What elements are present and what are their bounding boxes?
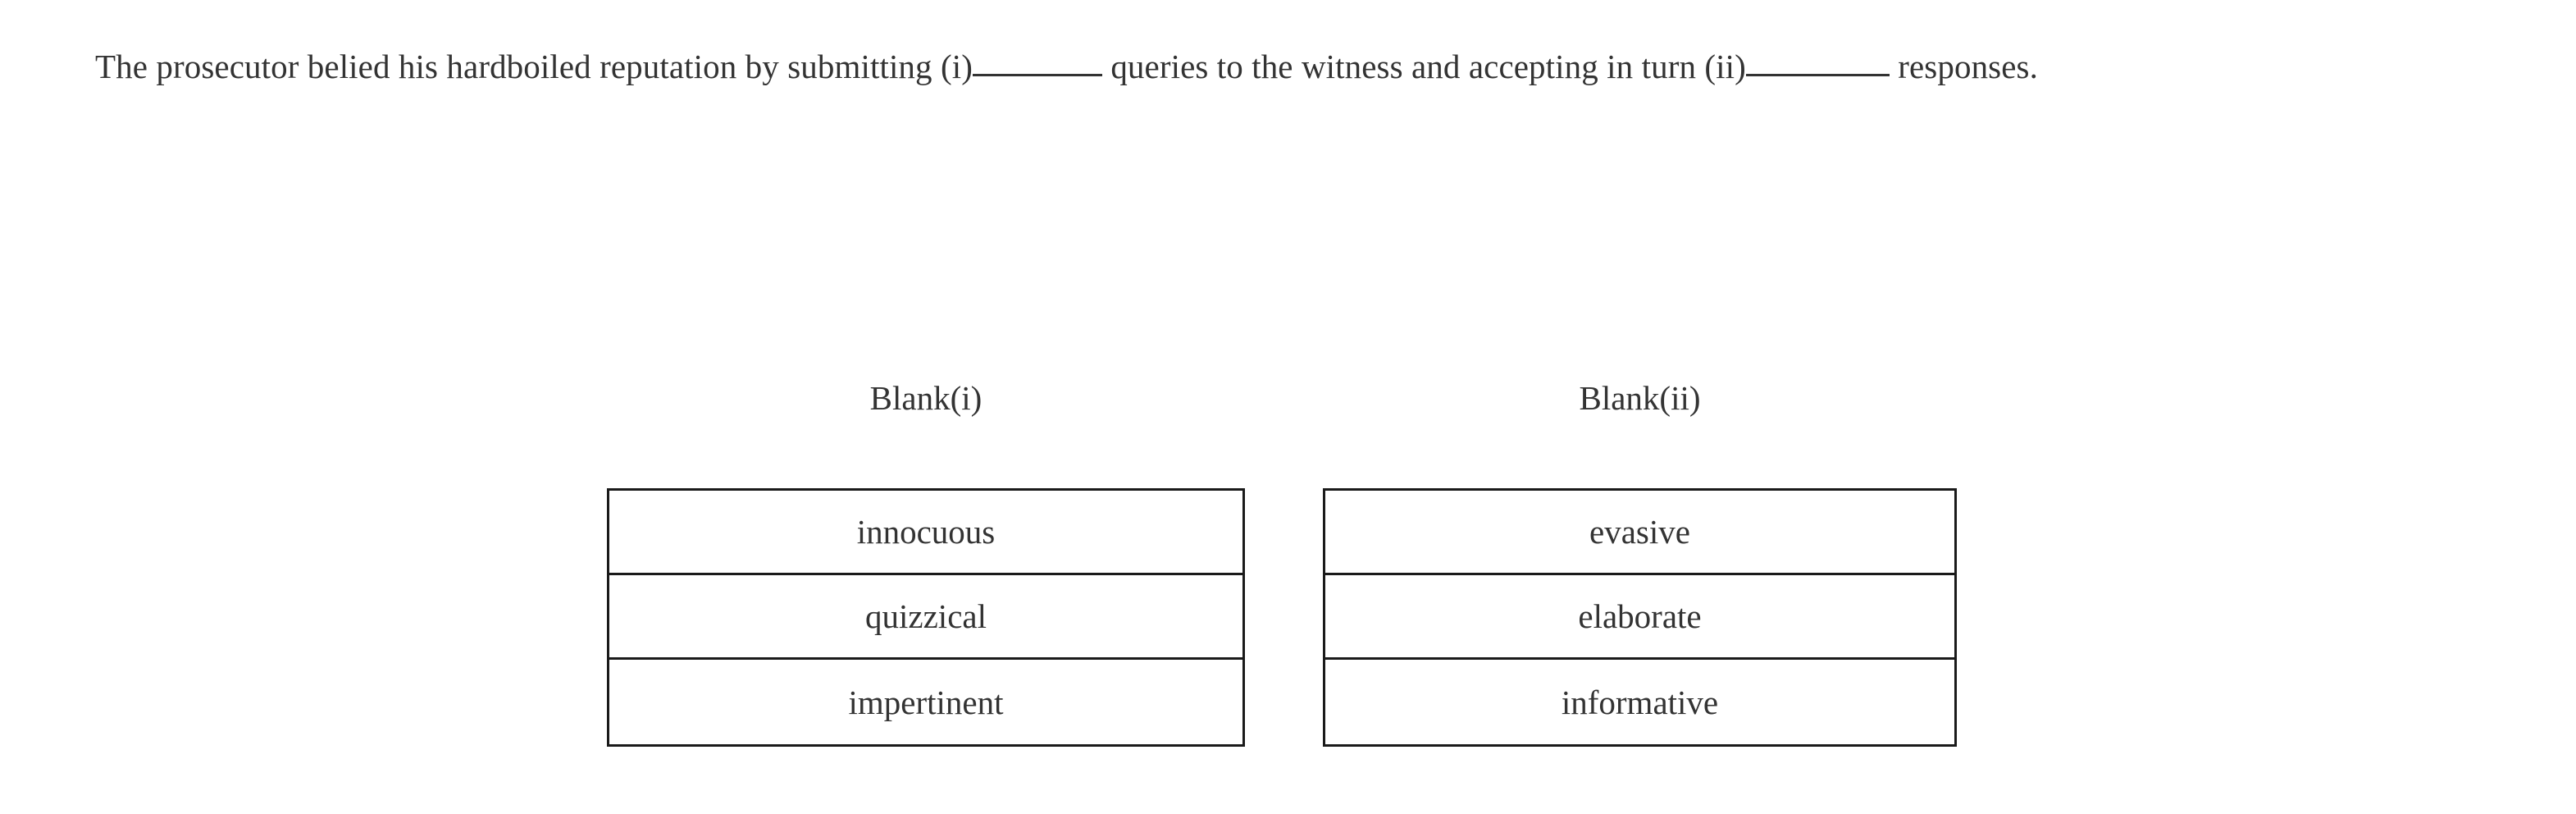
column-header-blank-i: Blank(i) <box>869 379 983 417</box>
choice-box-blank-ii: evasive elaborate informative <box>1323 488 1957 747</box>
choice-option-blank-ii-3[interactable]: informative <box>1325 660 1954 744</box>
choice-option-blank-ii-1[interactable]: evasive <box>1325 491 1954 575</box>
question-prompt: The prosecutor belied his hardboiled rep… <box>95 39 2359 94</box>
column-header-blank-ii: Blank(ii) <box>1579 379 1701 417</box>
question-text-segment-3: responses. <box>1889 48 2038 85</box>
blank-two-rule <box>1745 74 1890 76</box>
choice-option-blank-i-2[interactable]: quizzical <box>609 575 1242 660</box>
choice-box-blank-i: innocuous quizzical impertinent <box>607 488 1245 747</box>
question-text-segment-1: The prosecutor belied his hardboiled rep… <box>95 48 973 85</box>
choice-option-blank-i-3[interactable]: impertinent <box>609 660 1242 744</box>
question-text-segment-2: queries to the witness and accepting in … <box>1101 48 1746 85</box>
choice-option-blank-i-1[interactable]: innocuous <box>609 491 1242 575</box>
blank-one-rule <box>972 74 1102 76</box>
choice-option-blank-ii-2[interactable]: elaborate <box>1325 575 1954 660</box>
